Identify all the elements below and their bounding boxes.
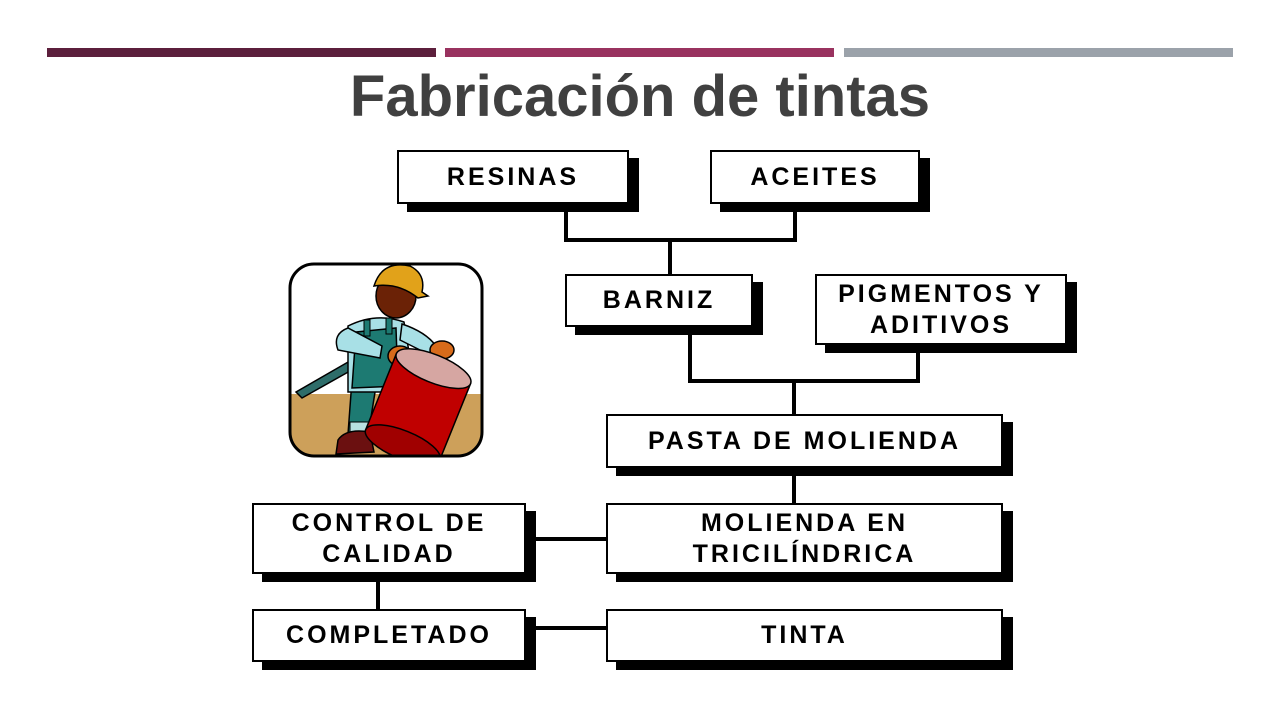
box-aceites: ACEITES — [710, 150, 920, 204]
box-molienda-tricilindrica: MOLIENDA EN TRICILÍNDRICA — [606, 503, 1003, 574]
accent-bar-left — [47, 48, 436, 57]
accent-bar-right — [844, 48, 1233, 57]
slide-title: Fabricación de tintas — [349, 64, 931, 129]
box-completado-label: COMPLETADO — [286, 621, 492, 649]
box-pasta-de-molienda: PASTA DE MOLIENDA — [606, 414, 1003, 468]
box-control-de-calidad: CONTROL DE CALIDAD — [252, 503, 526, 574]
box-barniz-label: BARNIZ — [602, 286, 716, 314]
box-pasta-label: PASTA DE MOLIENDA — [647, 426, 962, 455]
worker-with-barrel-icon — [288, 262, 484, 458]
box-control-label: CONTROL DE CALIDAD — [291, 508, 487, 568]
box-completado: COMPLETADO — [252, 609, 526, 662]
connector-resinas-aceites — [564, 204, 797, 242]
box-molienda-label: MOLIENDA EN TRICILÍNDRICA — [692, 508, 917, 568]
box-resinas-label: RESINAS — [446, 162, 580, 191]
box-barniz: BARNIZ — [565, 274, 753, 327]
box-resinas: RESINAS — [397, 150, 629, 204]
connector-barniz-pigmentos — [688, 327, 920, 383]
box-aceites-label: ACEITES — [750, 162, 880, 191]
box-pigmentos-aditivos: PIGMENTOS Y ADITIVOS — [815, 274, 1067, 345]
box-tinta: TINTA — [606, 609, 1003, 662]
box-tinta-label: TINTA — [761, 621, 848, 649]
box-pigmentos-label: PIGMENTOS Y ADITIVOS — [838, 279, 1044, 339]
accent-bar-center — [445, 48, 834, 57]
